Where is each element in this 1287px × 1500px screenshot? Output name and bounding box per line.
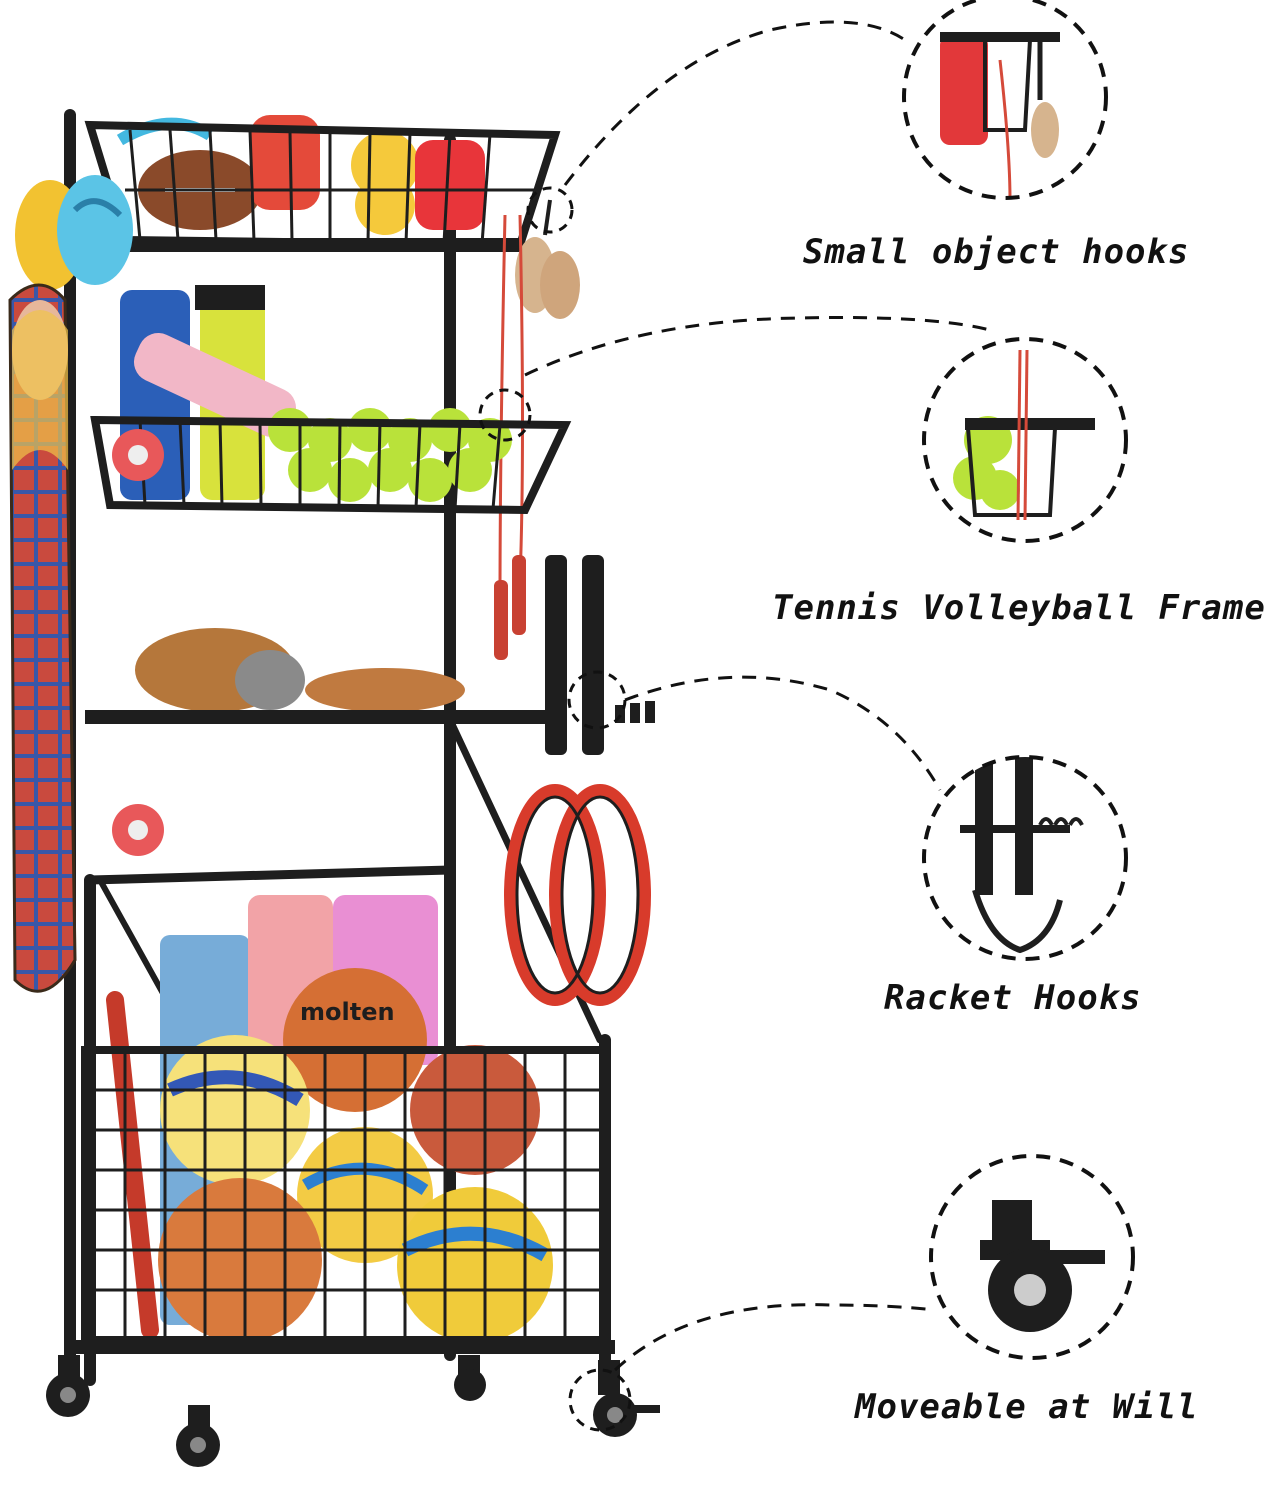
callout-hooks-detail [902,0,1108,200]
skateboard [8,283,164,993]
callout-label-hooks: Small object hooks [803,232,1190,272]
tennis-rackets [504,555,651,1006]
svg-text:molten: molten [300,998,395,1026]
callout-label-tennis-frame: Tennis Volleyball Frame [772,588,1266,628]
callout-racket-detail [922,755,1128,961]
callout-wheel-detail [929,1154,1135,1360]
hanging-gloves [515,199,580,319]
ball-cart: molten [75,895,615,1354]
callout-basket-detail [922,337,1128,543]
top-basket [84,115,561,252]
callout-label-moveable: Moveable at Will [855,1387,1199,1427]
caster-wheels [46,1355,660,1467]
helmets [15,175,133,290]
middle-basket [90,285,572,515]
callout-connectors [524,20,991,1372]
callout-label-racket-hooks: Racket Hooks [884,978,1142,1018]
mitt-shelf [85,628,655,724]
